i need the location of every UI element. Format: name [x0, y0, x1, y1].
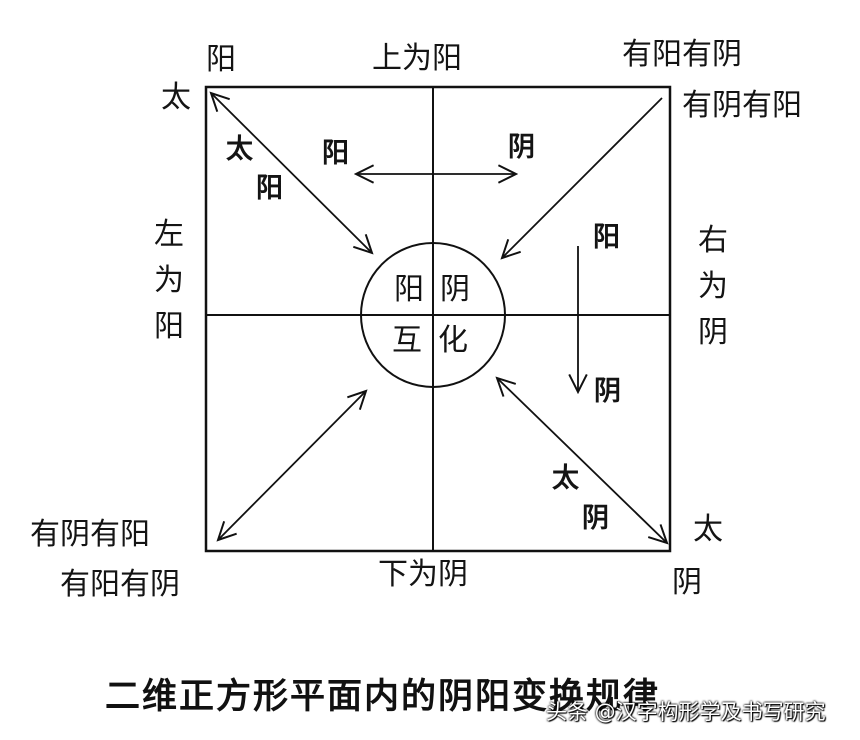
circle-label-hua: 化 — [438, 323, 468, 358]
circle-label-yin: 阴 — [440, 272, 470, 307]
label-corner-tl-yang: 阳 — [206, 42, 236, 77]
diag-bottom-left-arrow — [218, 391, 366, 540]
label-horizontal-yang: 阳 — [322, 138, 349, 169]
label-corner-tl-tai: 太 — [161, 80, 191, 115]
label-char: 阴 — [698, 315, 728, 350]
circle-label-hu: 互 — [392, 323, 422, 358]
label-char: 为 — [698, 269, 728, 304]
label-diag-tl-yang: 阳 — [256, 173, 283, 204]
label-diag-br-tai: 太 — [552, 463, 579, 494]
label-left-yang: 左 为 阳 — [153, 212, 185, 350]
label-char: 右 — [698, 223, 728, 258]
label-corner-br-yin: 阴 — [672, 565, 702, 600]
label-diag-tl-tai: 太 — [226, 134, 253, 165]
diag-top-right-arrow — [502, 97, 663, 258]
label-bottom-yin: 下为阴 — [378, 557, 468, 592]
label-char: 左 — [154, 217, 184, 252]
label-top-yang: 上为阳 — [372, 41, 462, 76]
label-bottom-left-line2: 有阳有阴 — [60, 567, 180, 602]
label-diag-br-yin: 阴 — [582, 503, 609, 534]
label-top-right-line2: 有阴有阳 — [682, 88, 802, 123]
diagram-title: 二维正方形平面内的阴阳变换规律 — [105, 676, 661, 717]
center-circle — [360, 242, 506, 388]
diag-top-left-arrow — [211, 93, 372, 253]
label-char: 阳 — [154, 309, 184, 344]
label-right-yin: 右 为 阴 — [697, 218, 729, 356]
label-top-right-line1: 有阳有阴 — [622, 37, 742, 72]
label-vertical-yang: 阳 — [593, 222, 620, 253]
watermark: 头条 @汉字构形学及书写研究 — [546, 700, 826, 724]
diag-bottom-right-arrow — [497, 378, 667, 543]
circle-label-yang: 阳 — [394, 272, 424, 307]
outer-square — [204, 85, 672, 553]
label-corner-br-tai: 太 — [693, 512, 723, 547]
label-char: 为 — [154, 263, 184, 298]
label-vertical-yin: 阴 — [594, 376, 621, 407]
label-bottom-left-line1: 有阴有阳 — [30, 517, 150, 552]
label-horizontal-yin: 阴 — [508, 132, 535, 163]
